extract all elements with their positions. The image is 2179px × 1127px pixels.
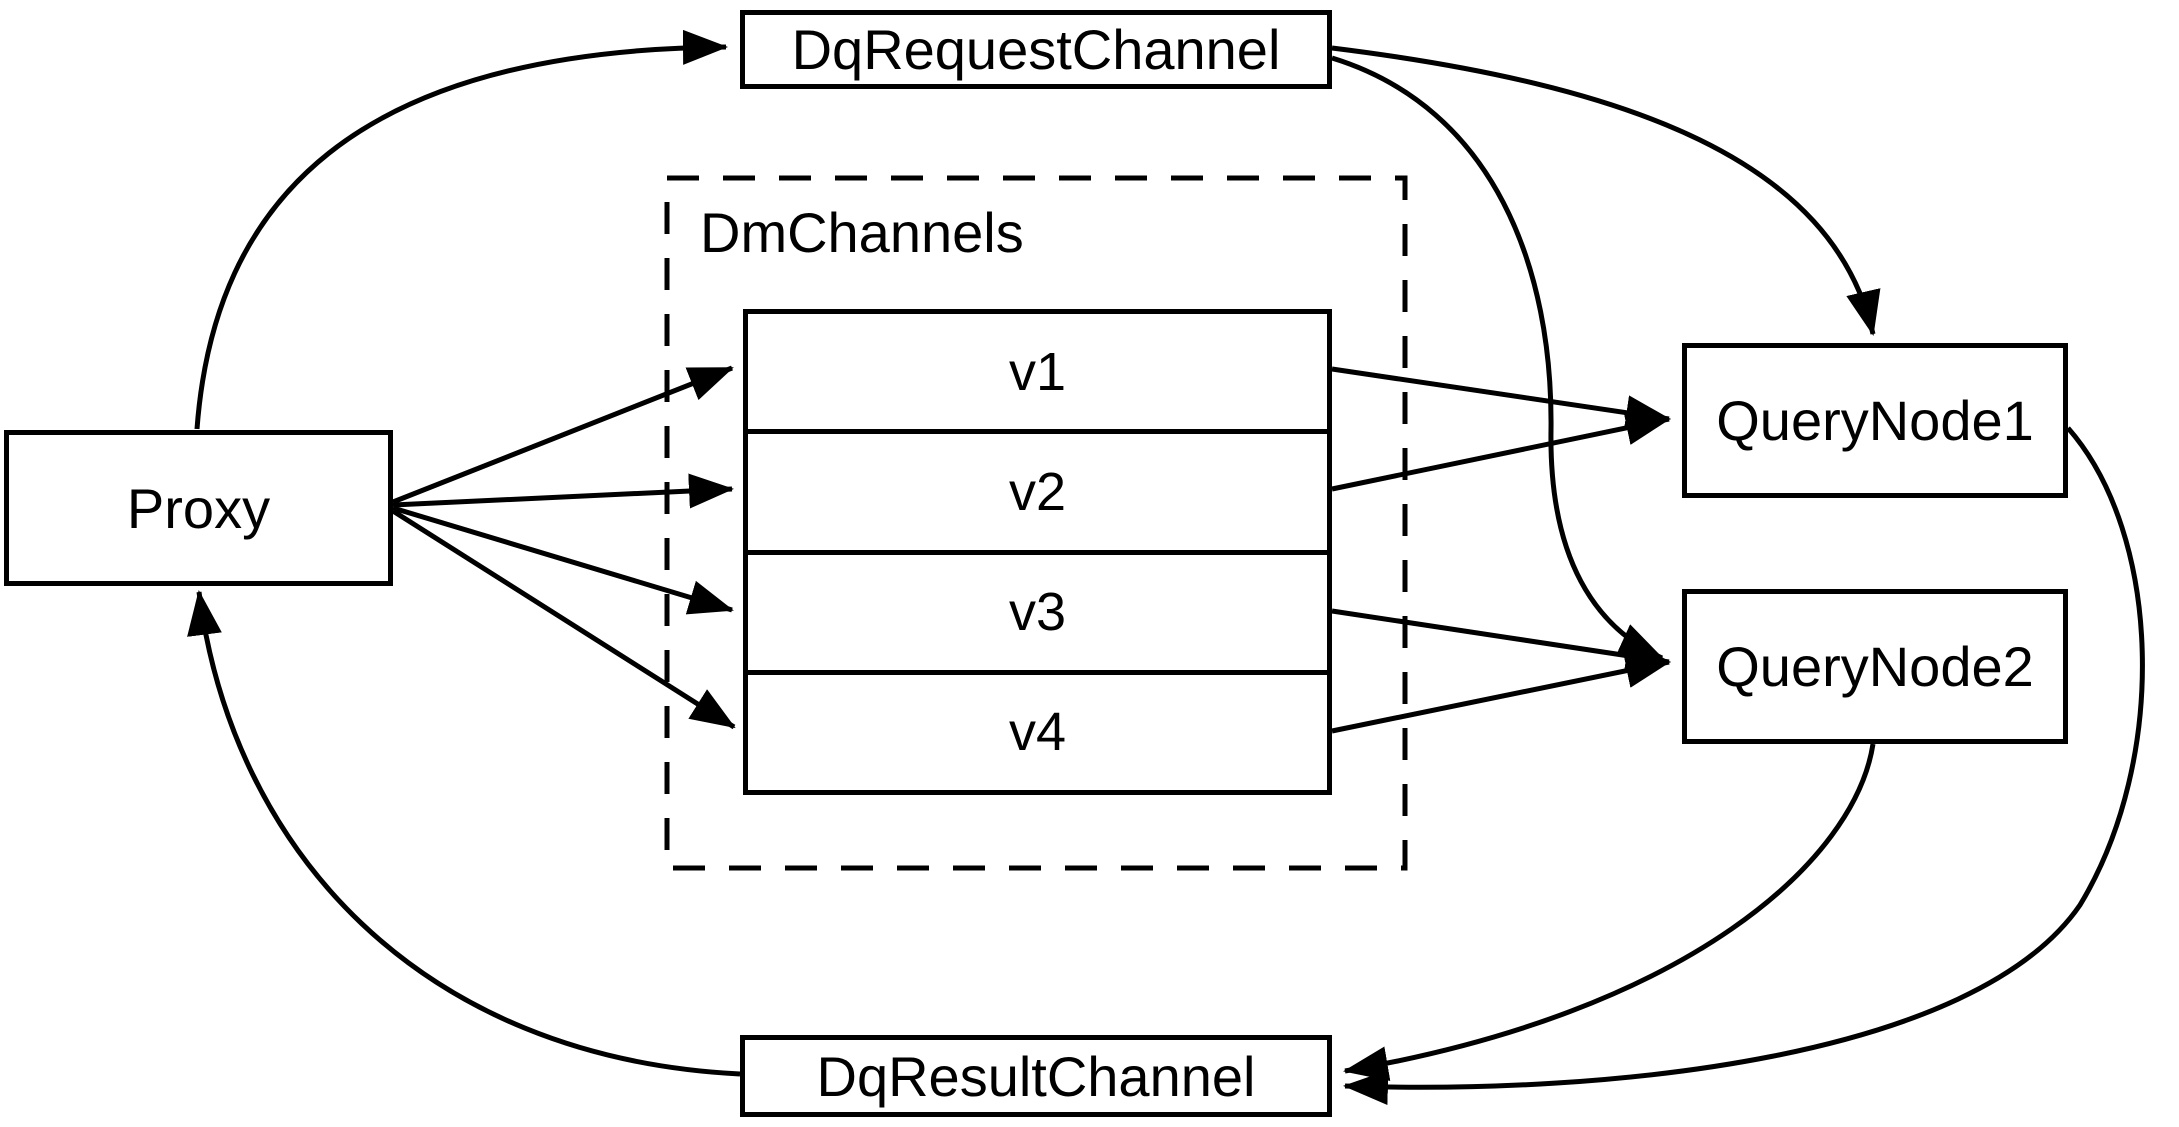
edge-v3-to-querynode2: [1331, 608, 1671, 673]
edge-v1-to-querynode1: [1331, 366, 1671, 430]
channel-row-v3: v3: [748, 549, 1327, 670]
channel-row-v1: v1: [748, 314, 1327, 429]
dm-channels-stack: v1 v2 v3 v4: [743, 309, 1332, 795]
dq-result-channel-label: DqResultChannel: [816, 1044, 1256, 1108]
edge-dqresultchannel-to-proxy: [187, 590, 741, 1077]
edge-querynode2-to-dqresultchannel: [1343, 743, 1876, 1081]
edge-querynode1-to-dqresultchannel: [1343, 426, 2145, 1105]
dm-channels-group-border: [664, 175, 1408, 871]
proxy-node: Proxy: [4, 430, 393, 586]
edge-proxy-to-v4: [391, 508, 736, 730]
edge-dqrequestchannel-to-querynode1: [1331, 45, 1881, 336]
query-node-1-label: QueryNode1: [1716, 389, 2034, 452]
edge-proxy-to-dqrequestchannel: [194, 29, 728, 430]
dq-request-channel-node: DqRequestChannel: [740, 10, 1332, 89]
edge-proxy-to-v1: [392, 365, 734, 505]
dq-request-channel-label: DqRequestChannel: [791, 18, 1281, 81]
edge-v2-to-querynode1: [1331, 410, 1671, 492]
channel-v3-label: v3: [1008, 582, 1067, 643]
channel-row-v4: v4: [748, 669, 1327, 790]
edge-v4-to-querynode2: [1331, 653, 1671, 734]
channel-v2-label: v2: [1008, 461, 1067, 522]
edge-proxy-to-v3: [392, 505, 734, 615]
query-node-2-label: QueryNode2: [1716, 635, 2034, 698]
dm-channels-label: DmChannels: [700, 201, 1024, 264]
edge-dqrequestchannel-to-querynode2: [1331, 55, 1664, 661]
channel-v1-label: v1: [1008, 341, 1067, 402]
edge-proxy-to-v2: [392, 473, 734, 509]
query-node-2: QueryNode2: [1682, 589, 2068, 744]
channel-row-v2: v2: [748, 429, 1327, 549]
dq-result-channel-node: DqResultChannel: [740, 1035, 1332, 1117]
channel-v4-label: v4: [1008, 702, 1067, 763]
query-node-1: QueryNode1: [1682, 343, 2068, 498]
proxy-label: Proxy: [126, 476, 271, 540]
